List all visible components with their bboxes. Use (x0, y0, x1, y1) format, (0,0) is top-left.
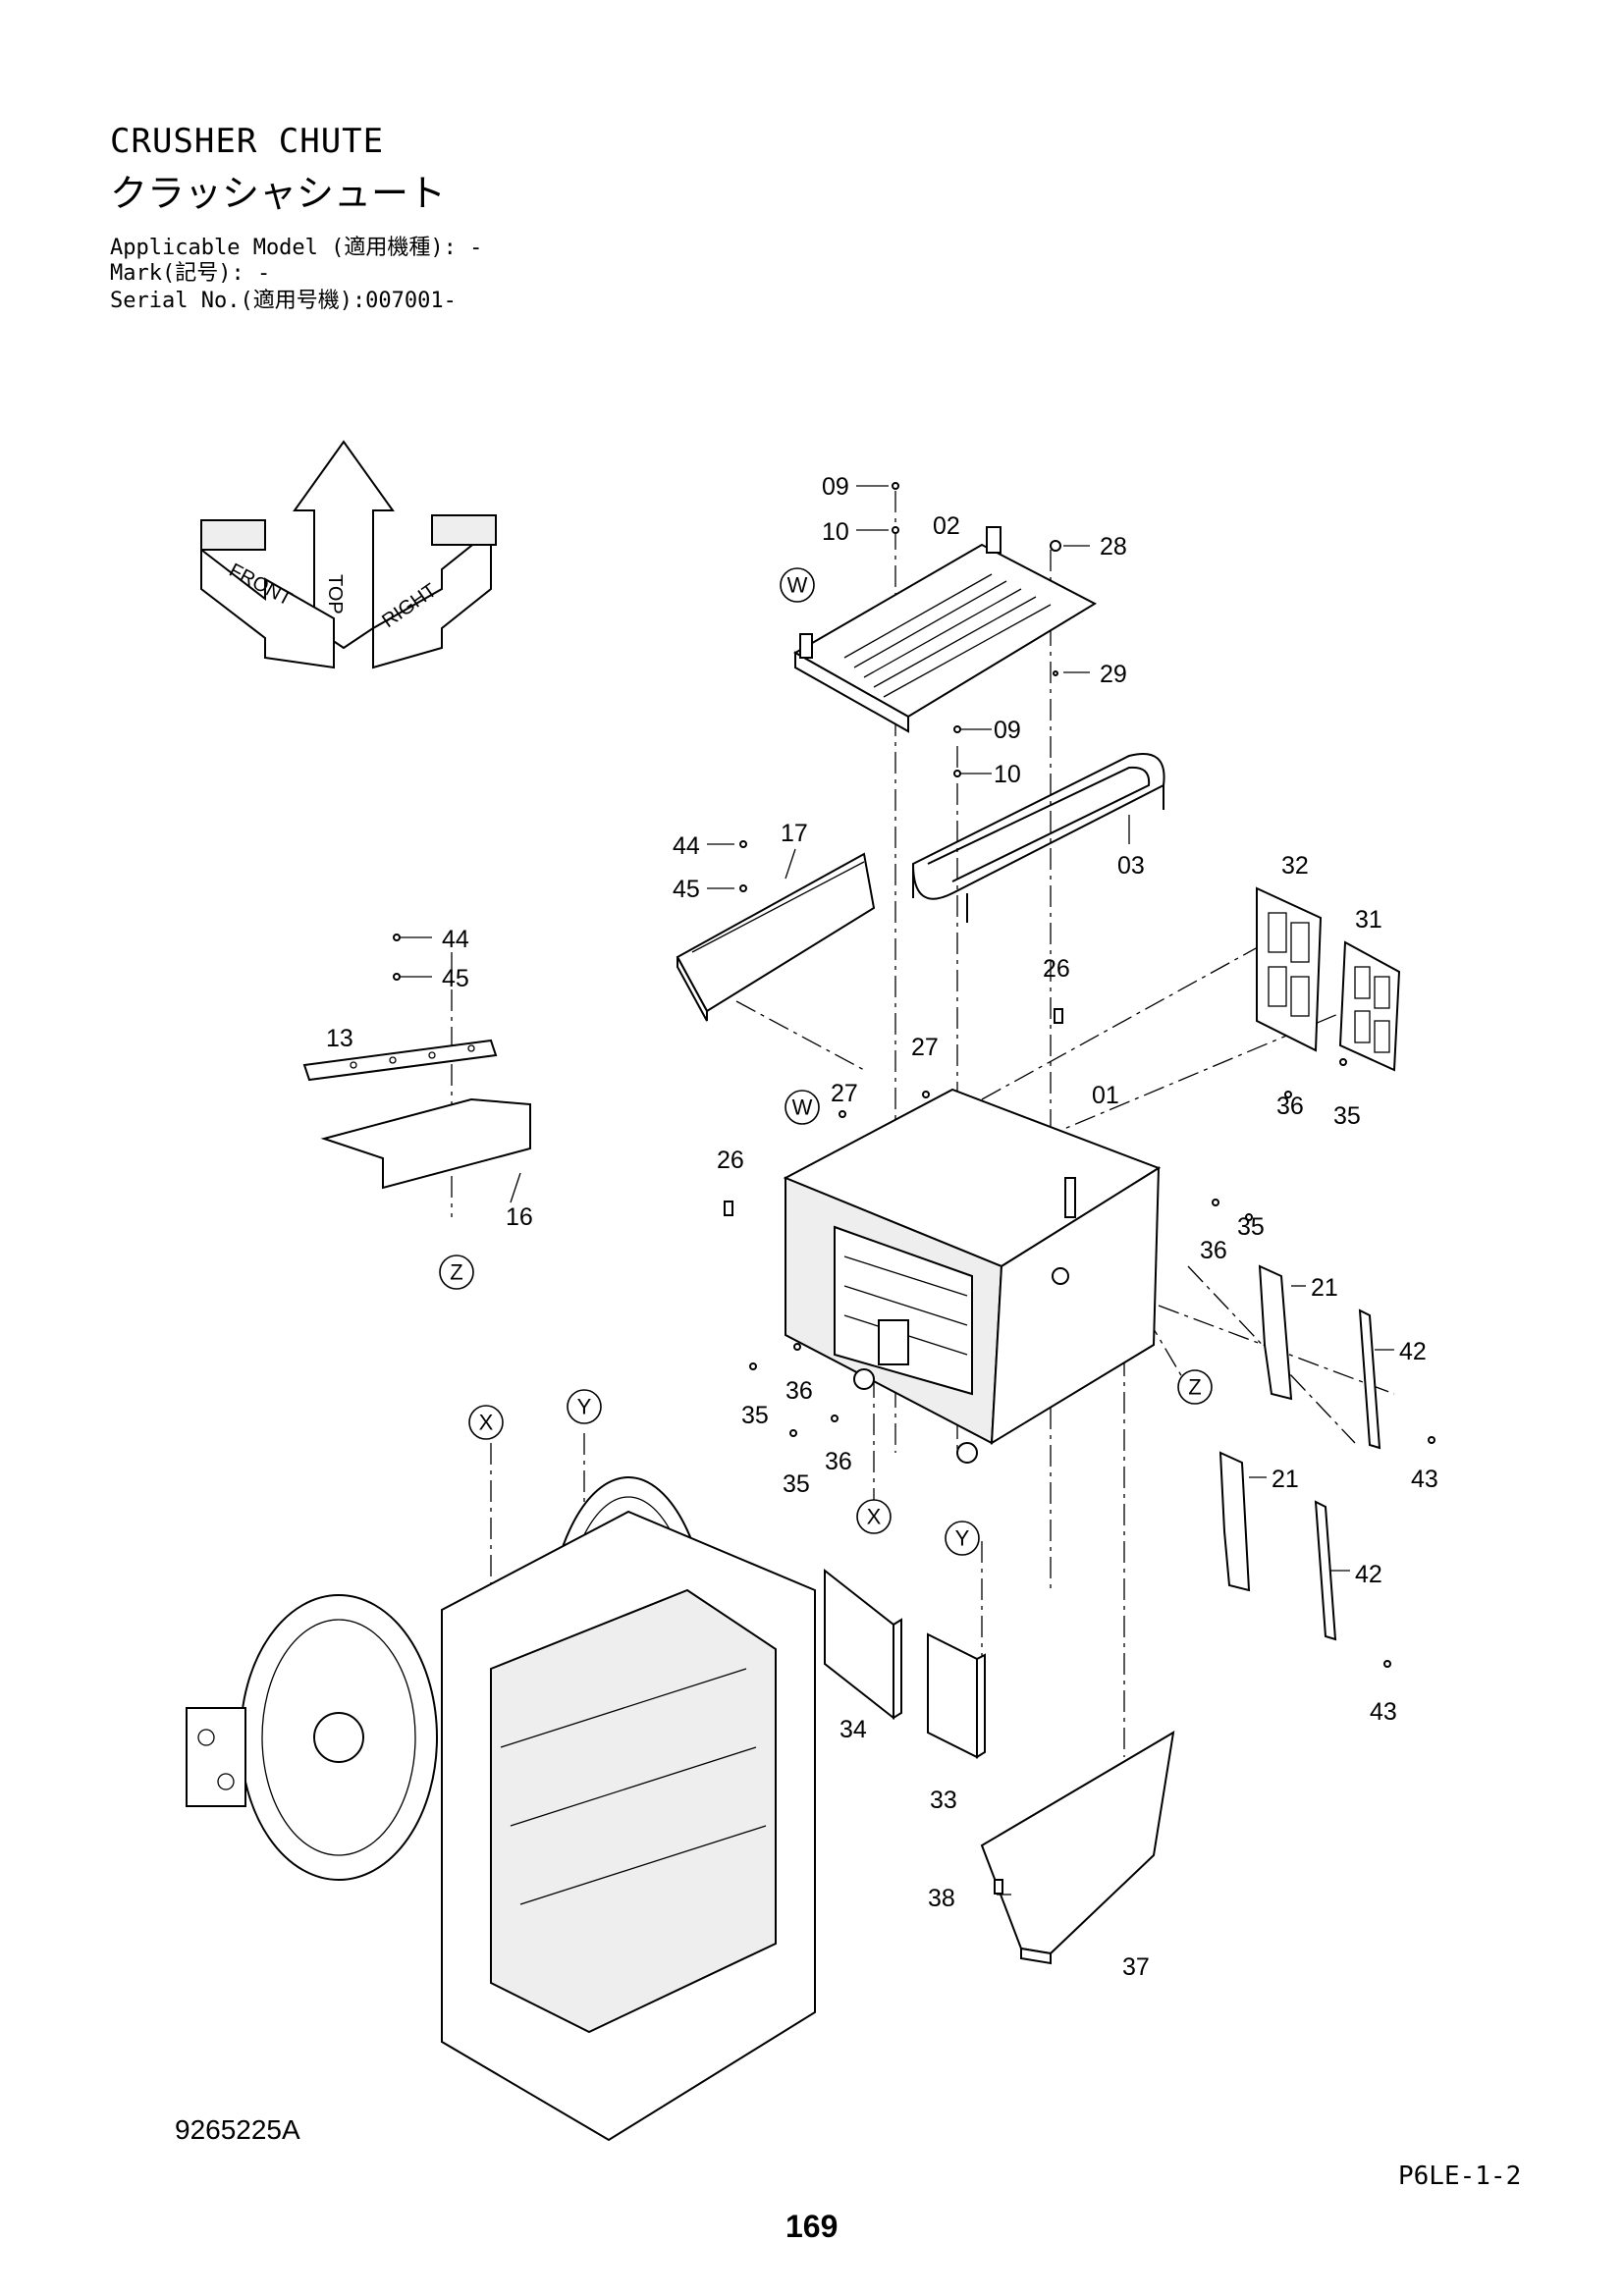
callout-21: 21 (1311, 1274, 1338, 1302)
callout-35c: 35 (741, 1402, 769, 1429)
part-42-strip-a (1358, 1308, 1381, 1450)
ref-z-2: Z (1188, 1375, 1201, 1400)
callout-13: 13 (326, 1025, 353, 1052)
callout-45: 45 (673, 876, 700, 903)
callout-28: 28 (1100, 533, 1127, 561)
callout-09: 09 (822, 473, 849, 501)
callout-29: 29 (1100, 661, 1127, 688)
part-34-plate (824, 1568, 902, 1721)
ref-y-1: Y (577, 1395, 592, 1419)
part-02-grate (792, 526, 1098, 733)
part-33-plate (927, 1632, 986, 1759)
callout-44: 44 (673, 832, 700, 860)
part-01-chute-body (783, 1088, 1162, 1464)
callout-38: 38 (928, 1885, 955, 1912)
orientation-indicator: TOP FRONT RIGHT (200, 440, 497, 669)
callout-42: 42 (1399, 1338, 1427, 1365)
callout-31: 31 (1355, 906, 1382, 934)
callout-44b: 44 (442, 926, 469, 953)
fasteners (393, 482, 1435, 1895)
ref-w-2: W (792, 1095, 813, 1120)
callout-36b: 36 (1200, 1237, 1227, 1264)
callout-36: 36 (1276, 1093, 1304, 1120)
part-03-handrail (911, 753, 1165, 923)
reference-markers: W W Z Z X X Y Y (439, 567, 1213, 1556)
part-32-liner (1256, 886, 1323, 1052)
part-42-strip-b (1314, 1500, 1337, 1641)
callout-26: 26 (1043, 955, 1070, 983)
callout-36c: 36 (785, 1377, 813, 1405)
ref-x-2: X (867, 1505, 882, 1529)
callout-33: 33 (930, 1787, 957, 1814)
callout-01: 01 (1092, 1082, 1119, 1109)
callout-16: 16 (506, 1203, 533, 1231)
applicable-model: Applicable Model (適用機種): - (110, 236, 483, 260)
top-label: TOP (324, 574, 346, 614)
callout-35d: 35 (783, 1470, 810, 1498)
ref-y-2: Y (955, 1526, 970, 1551)
front-arrow-head (200, 519, 266, 551)
title-jp: クラッシャシュート (110, 172, 447, 215)
callout-labels: 09 10 02 28 29 09 10 03 44 45 17 32 31 4… (326, 473, 1438, 1981)
callout-09b: 09 (994, 717, 1021, 744)
callout-36d: 36 (825, 1448, 852, 1475)
callout-32: 32 (1281, 852, 1309, 880)
right-arrow (372, 527, 492, 669)
part-37-bottom-chute (980, 1731, 1175, 1965)
callout-42b: 42 (1355, 1561, 1382, 1588)
page-number: 169 (785, 2209, 839, 2244)
callout-17: 17 (781, 820, 808, 847)
callout-10: 10 (822, 518, 849, 546)
callout-45b: 45 (442, 965, 469, 992)
callout-43: 43 (1411, 1466, 1438, 1493)
callout-27: 27 (911, 1034, 939, 1061)
front-arrow (200, 547, 335, 669)
callout-02: 02 (933, 512, 960, 540)
callout-37: 37 (1122, 1953, 1150, 1981)
callout-10b: 10 (994, 761, 1021, 788)
callout-35b: 35 (1237, 1213, 1265, 1241)
drawing-number: 9265225A (175, 2114, 300, 2145)
crusher-assembly (186, 1476, 816, 2142)
callout-35: 35 (1333, 1102, 1361, 1130)
part-17-side-plate (676, 852, 876, 1022)
part-31-liner (1338, 940, 1401, 1072)
right-arrow-head (431, 514, 497, 546)
callout-34: 34 (839, 1716, 867, 1743)
leader-lines (398, 485, 1394, 1896)
ref-w-1: W (787, 573, 808, 598)
part-13-plate (302, 1039, 498, 1082)
ref-x-1: X (479, 1411, 494, 1435)
part-16-angle (320, 1097, 531, 1190)
callout-27b: 27 (831, 1080, 858, 1107)
part-21-liner-b (1218, 1451, 1251, 1592)
part-21-liner-a (1258, 1264, 1293, 1401)
callout-03: 03 (1117, 852, 1145, 880)
mark-code: Mark(記号): - (110, 261, 271, 286)
callout-26b: 26 (717, 1147, 744, 1174)
page-code: P6LE-1-2 (1398, 2162, 1522, 2191)
callout-21b: 21 (1272, 1466, 1299, 1493)
title-en: CRUSHER CHUTE (110, 122, 385, 161)
ref-z-1: Z (450, 1260, 462, 1285)
callout-43b: 43 (1370, 1698, 1397, 1726)
serial-number: Serial No.(適用号機):007001- (110, 289, 457, 313)
